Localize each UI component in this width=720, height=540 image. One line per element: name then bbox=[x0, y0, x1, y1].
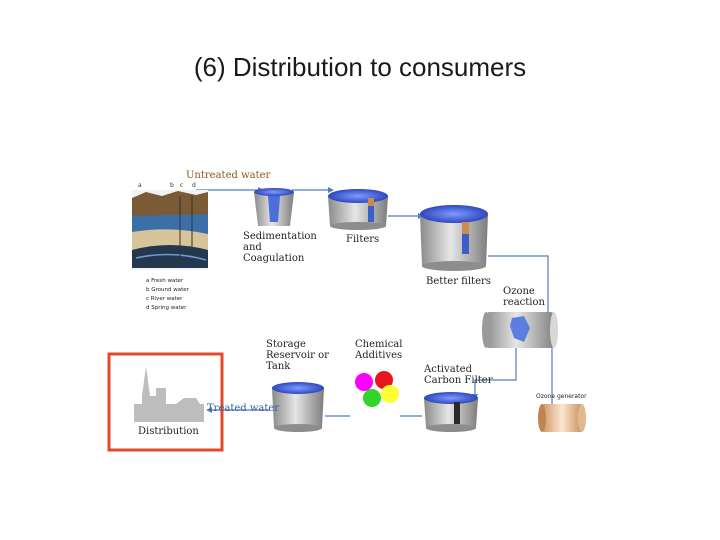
distribution-town bbox=[134, 366, 204, 422]
distribution-highlight-box bbox=[107, 352, 224, 452]
treated-water-label: Treated water bbox=[207, 403, 280, 414]
filters-label: Filters bbox=[346, 234, 380, 245]
activated-carbon-label: Activated Carbon Filter bbox=[424, 364, 493, 386]
sedimentation-tank bbox=[254, 188, 294, 226]
activated-carbon-tank bbox=[424, 392, 478, 432]
legend-spring-water: d Spring water bbox=[146, 305, 187, 311]
better-filters-label: Better filters bbox=[426, 276, 491, 287]
storage-label: Storage Reservoir or Tank bbox=[266, 339, 329, 372]
chemical-additives-label: Chemical Additives bbox=[355, 339, 403, 361]
storage-tank bbox=[272, 382, 324, 432]
untreated-water-label: Untreated water bbox=[186, 170, 271, 181]
filters-tank bbox=[328, 189, 388, 230]
distribution-label: Distribution bbox=[138, 426, 199, 437]
slide-title: (6) Distribution to consumers bbox=[193, 52, 527, 82]
legend-ground-water: b Ground water bbox=[146, 287, 189, 293]
legend-river-water: c River water bbox=[146, 296, 183, 302]
legend-fresh-water: a Fresh water bbox=[146, 278, 184, 284]
source-letter-a: a bbox=[138, 182, 142, 189]
better-filters-tank bbox=[420, 205, 488, 271]
source-letter-b: b bbox=[170, 182, 174, 189]
sedimentation-label: Sedimentation and Coagulation bbox=[243, 231, 317, 264]
ozone-generator-label: Ozone generator bbox=[536, 393, 587, 400]
ozone-reaction-label: Ozone reaction bbox=[503, 286, 545, 308]
source-letter-d: d bbox=[192, 182, 196, 189]
chemical-additives-circles bbox=[355, 371, 399, 407]
ground-cross-section bbox=[132, 190, 208, 270]
pipe-better-filters-to-ozone bbox=[488, 255, 549, 312]
source-letter-c: c bbox=[180, 182, 184, 189]
ozone-reaction-vessel bbox=[482, 312, 558, 348]
ozone-generator-unit bbox=[538, 404, 586, 432]
pipe-ozone-to-carbon bbox=[474, 346, 517, 394]
